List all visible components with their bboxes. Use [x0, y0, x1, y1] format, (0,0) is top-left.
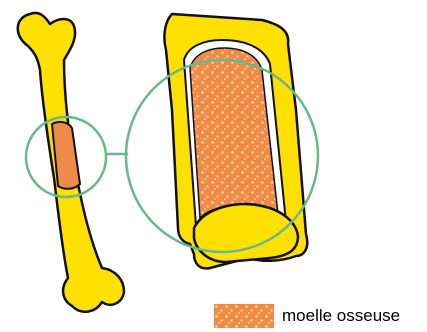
marrow-swatch [214, 304, 274, 328]
legend-label: moelle osseuse [282, 306, 400, 326]
femur-bone [18, 13, 124, 312]
magnified-bone-section [164, 14, 307, 268]
legend: moelle osseuse [214, 304, 400, 328]
magnified-bone-lower-end [194, 204, 298, 262]
